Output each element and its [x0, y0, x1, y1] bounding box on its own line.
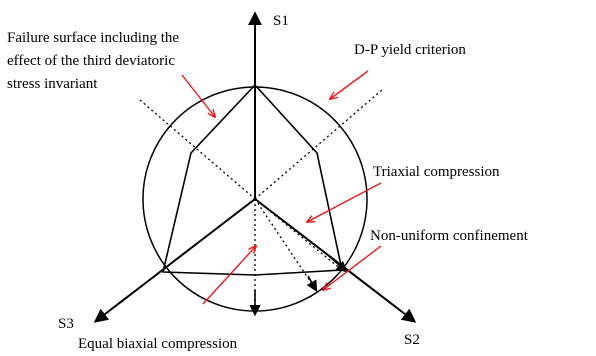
dotted-line-to-confinement [254, 198, 343, 271]
axis-label-s3: S3 [58, 316, 74, 332]
annotation-arrow-failure-surface [181, 74, 215, 117]
axis-label-s2: S2 [404, 332, 420, 348]
dotted-guide-left [139, 99, 256, 200]
arrow-to-surface-point [306, 275, 318, 292]
arrow-to-confinement-point [329, 256, 348, 273]
annotation-arrow-equal-biaxial [202, 246, 256, 305]
label-failure-surface-line1: Failure surface including the [7, 30, 179, 46]
annotation-arrow-dp-criterion [330, 70, 369, 99]
axis-s3 [93, 198, 256, 323]
annotation-arrow-non-uniform [323, 245, 382, 290]
label-failure-surface-line3: stress invariant [7, 76, 98, 92]
label-failure-surface-line2: effect of the third deviatoric [7, 53, 175, 69]
label-dp-criterion: D-P yield criterion [354, 42, 466, 58]
label-triaxial-compression: Triaxial compression [373, 164, 500, 180]
axis-label-s1: S1 [273, 13, 289, 29]
failure-surface-polygon [161, 83, 343, 276]
annotation-arrow-triaxial [307, 182, 382, 222]
label-equal-biaxial-compression: Equal biaxial compression [78, 336, 238, 352]
label-non-uniform-confinement: Non-uniform confinement [370, 228, 529, 244]
